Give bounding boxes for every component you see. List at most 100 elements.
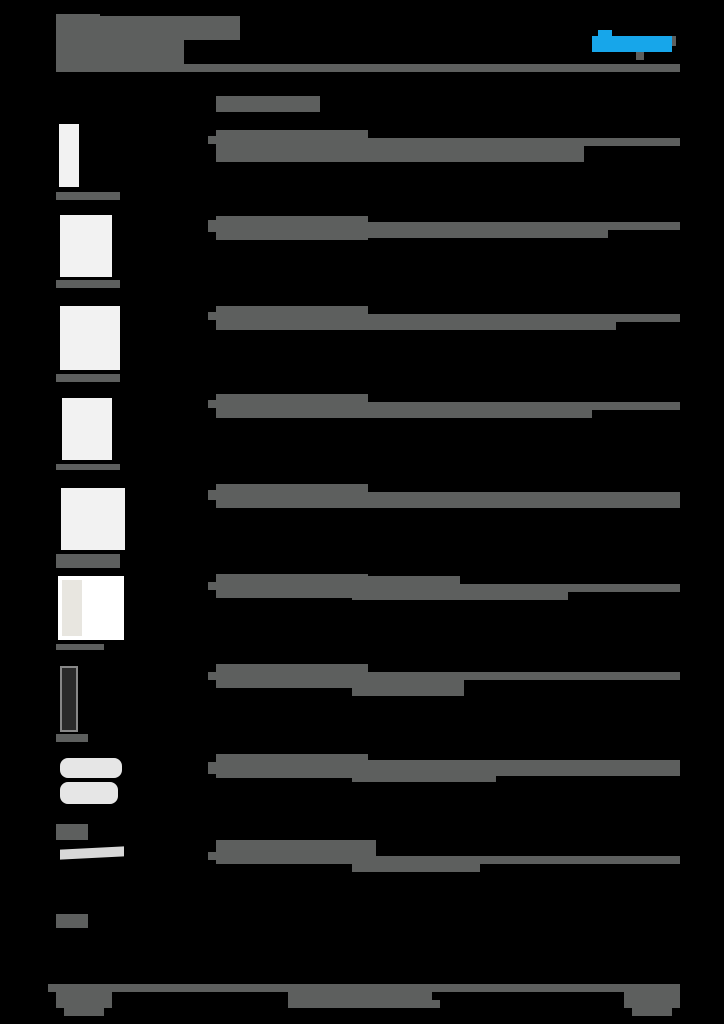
product-image xyxy=(60,758,122,778)
product-image xyxy=(60,846,124,860)
product-image-detail xyxy=(62,580,82,636)
row-rule xyxy=(352,222,680,230)
row-rule xyxy=(352,138,680,146)
product-image xyxy=(60,306,120,370)
product-image xyxy=(59,124,79,187)
bullet-mark xyxy=(208,762,216,774)
product-description-block xyxy=(352,410,592,418)
product-caption: [redacted] xyxy=(56,280,120,290)
title-block-line-1 xyxy=(56,16,240,40)
product-row: [redacted] [redacted] [redacted] xyxy=(0,386,724,476)
page-title: [redacted] xyxy=(56,16,240,26)
product-name: [redacted] xyxy=(216,484,368,494)
header-rule xyxy=(56,64,680,72)
product-name-block xyxy=(216,664,368,688)
product-row: [redacted] [redacted] [redacted] xyxy=(0,208,724,298)
product-name: [redacted] xyxy=(216,216,368,226)
row-rule xyxy=(352,402,680,410)
footer-rule xyxy=(48,984,680,992)
product-description-block xyxy=(352,146,584,162)
product-caption: [redacted] xyxy=(56,374,120,384)
product-description-block-2 xyxy=(352,592,568,600)
page-subtitle: [redacted] xyxy=(56,40,184,50)
product-description: [redacted] xyxy=(352,410,592,420)
logo-edge xyxy=(672,36,676,46)
product-row: [redacted] [redacted] [redacted] xyxy=(0,120,724,210)
product-caption-bar xyxy=(56,464,120,470)
product-caption: [redacted] xyxy=(56,464,120,474)
extra-label-block xyxy=(56,914,88,928)
bullet-mark xyxy=(208,852,216,860)
product-row: [redacted] [redacted] xyxy=(0,838,724,928)
product-name-block xyxy=(216,574,368,598)
product-description: [redacted] xyxy=(352,592,568,602)
product-row: [redacted] [redacted] [redacted] xyxy=(0,656,724,746)
product-image xyxy=(62,398,112,460)
bullet-mark xyxy=(208,400,216,408)
product-name-block xyxy=(216,216,368,240)
logo-icon-ascender xyxy=(598,30,612,36)
product-caption-bar xyxy=(56,280,120,288)
product-description: [redacted] xyxy=(352,864,480,874)
section-heading: [redacted] xyxy=(216,96,320,106)
product-name-block xyxy=(216,130,368,162)
product-description-block xyxy=(352,230,608,238)
row-rule xyxy=(352,760,680,776)
product-name: [redacted] xyxy=(216,574,368,584)
row-rule xyxy=(352,856,680,864)
footer-center-text: [redacted] xyxy=(288,992,432,1002)
product-image xyxy=(60,215,112,277)
product-row: [redacted] [redacted] [redacted] xyxy=(0,746,724,836)
product-row: [redacted] [redacted] [redacted] xyxy=(0,566,724,656)
footer-right-text: [redacted] xyxy=(624,992,680,1002)
product-caption-bar xyxy=(56,374,120,382)
product-name: [redacted] xyxy=(216,306,368,316)
product-caption: [redacted] xyxy=(56,554,120,564)
product-description: [redacted] xyxy=(352,680,464,690)
bullet-mark xyxy=(208,136,216,144)
product-description-block xyxy=(352,680,464,696)
bullet-mark xyxy=(208,220,216,232)
footer-left-text: [redacted] xyxy=(56,992,112,1002)
product-description: [redacted] xyxy=(352,322,616,332)
product-caption: [redacted] xyxy=(56,644,104,654)
product-image xyxy=(61,488,125,550)
product-description: [redacted] xyxy=(352,500,672,510)
product-image xyxy=(60,666,78,732)
product-description-block xyxy=(352,500,672,508)
product-name-block xyxy=(216,840,376,864)
bullet-mark xyxy=(208,312,216,320)
footer-right-block-2 xyxy=(632,1000,672,1016)
product-name-block xyxy=(216,394,368,418)
product-caption-bar xyxy=(56,734,88,742)
product-description-block xyxy=(352,322,616,330)
logo-descender xyxy=(636,52,644,60)
product-caption: [redacted] xyxy=(56,734,88,744)
product-description: [redacted] xyxy=(352,146,584,156)
product-name: [redacted] xyxy=(216,664,368,674)
product-name-block xyxy=(216,754,368,778)
extra-label: [redacted] xyxy=(56,824,88,834)
product-image-2 xyxy=(60,782,118,804)
product-name: [redacted] xyxy=(216,130,368,140)
title-block-line-1-ascenders xyxy=(56,14,100,18)
row-rule xyxy=(352,672,680,680)
product-name-block xyxy=(216,484,368,508)
product-name-block xyxy=(216,306,368,330)
footer-left-block-2 xyxy=(64,1000,104,1016)
product-description: [redacted] xyxy=(352,774,496,784)
footer-center-block xyxy=(288,992,432,1008)
product-name: [redacted] xyxy=(216,840,376,850)
bullet-mark xyxy=(208,582,216,590)
title-block-line-2 xyxy=(56,40,184,64)
row-rule xyxy=(352,314,680,322)
product-caption-bar xyxy=(56,644,104,650)
row-rule xyxy=(352,584,680,592)
product-description-block xyxy=(352,774,496,782)
product-caption-bar xyxy=(56,554,120,568)
logo-icon xyxy=(592,36,672,52)
product-row: [redacted] [redacted] [redacted] xyxy=(0,296,724,386)
product-name: [redacted] xyxy=(216,754,368,764)
product-description: [redacted] xyxy=(352,230,608,240)
bullet-mark xyxy=(208,672,216,680)
